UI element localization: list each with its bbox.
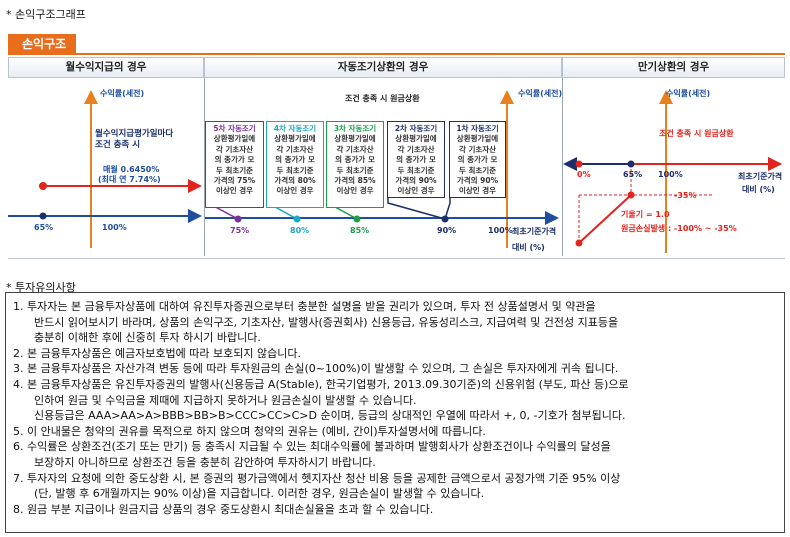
maturity-slope: 기울기 = 1.0 (621, 210, 670, 219)
divider (204, 78, 205, 256)
tab-underline (8, 53, 785, 55)
auto-x-label-2: 대비 (%) (512, 243, 545, 252)
auto-tick-75: 75% (230, 226, 250, 235)
note-item: 4.본 금융투자상품은 유진투자증권의 발행사(신용등급 A(Stable), … (13, 377, 629, 423)
chart-bottom-rule (8, 258, 785, 259)
point-85 (353, 215, 361, 223)
note-item: 2.본 금융투자상품은 예금자보호법에 따라 보호되지 않습니다. (13, 346, 301, 360)
maturity-x-label-1: 최초기준가격 (738, 172, 783, 181)
maturity-x-label-2: 대비 (%) (742, 185, 775, 194)
col-header-maturity: 만기상환의 경우 (562, 57, 785, 78)
note-item: 6.수익률은 상환조건(조기 또는 만기) 등 충족시 지급될 수 있는 최대수… (13, 440, 611, 469)
investment-notes: 1.투자자는 본 금융투자상품에 대하여 유진투자증권으로부터 충분한 설명을 … (5, 292, 785, 533)
note-item: 7.투자자의 요청에 의한 중도상환 시, 본 증권의 평가금액에서 헷지자산 … (13, 471, 621, 501)
auto-y-label: 수익률(세전) (518, 89, 563, 98)
monthly-cond-1: 월수익지급평가일마다 (95, 129, 174, 139)
note-item: 5.이 안내물은 청약의 권유를 목적으로 하지 않으며 청약의 권유는 (예비… (13, 424, 486, 438)
col-header-auto: 자동조기상환의 경우 (204, 57, 562, 78)
note-item: 3.본 금융투자상품은 자산가격 변동 등에 따라 투자원금의 손실(0~100… (13, 362, 619, 376)
col-header-monthly: 월수익지급의 경우 (8, 57, 204, 78)
monthly-y-label: 수익률(세전) (100, 89, 145, 98)
section-title-chart: * 손익구조그래프 (6, 8, 86, 21)
maturity-neg35: -35% (674, 191, 697, 200)
point-80 (293, 215, 301, 223)
auto-x-label-1: 최초기준가격 (512, 227, 557, 236)
note-item: 8.원금 부분 지급이나 원금지급 상품의 경우 중도상환시 최대손실율을 초과… (13, 502, 434, 516)
point-75 (234, 215, 242, 223)
point-90 (441, 215, 449, 223)
maturity-y-label: 수익률(세전) (666, 89, 711, 98)
auto-title: 조건 충족 시 원금상환 (345, 94, 420, 103)
auto-tick-80: 80% (290, 226, 310, 235)
auto-tick-100: 100% (488, 226, 513, 235)
payout-point (39, 182, 47, 190)
maturity-tick-100: 100% (658, 170, 683, 179)
maturity-cond: 조건 충족 시 원금상환 (659, 129, 734, 138)
auto-tick-90: 90% (437, 226, 457, 235)
divider (562, 78, 563, 256)
monthly-tick-100: 100% (102, 223, 127, 232)
maturity-tick-65: 65% (623, 170, 643, 179)
monthly-rate-1: 매월 0.6450% (103, 165, 160, 174)
maturity-chart (563, 90, 782, 253)
note-item: 1.투자자는 본 금융투자상품에 대하여 유진투자증권으로부터 충분한 설명을 … (13, 300, 619, 345)
monthly-tick-65: 65% (34, 223, 54, 232)
barrier-point (39, 212, 47, 220)
loss-line (578, 194, 632, 244)
monthly-rate-2: (최대 연 7.74%) (98, 175, 161, 184)
maturity-loss: 원금손실발생 : -100% ~ -35% (621, 224, 737, 233)
monthly-chart (8, 90, 202, 248)
maturity-tick-0: 0% (577, 170, 591, 179)
profit-structure-tab: 손익구조 (8, 34, 77, 54)
auto-tick-85: 85% (350, 226, 370, 235)
section-title-notes: * 투자유의사항 (6, 281, 76, 294)
monthly-cond-2: 조건 충족 시 (95, 140, 141, 150)
